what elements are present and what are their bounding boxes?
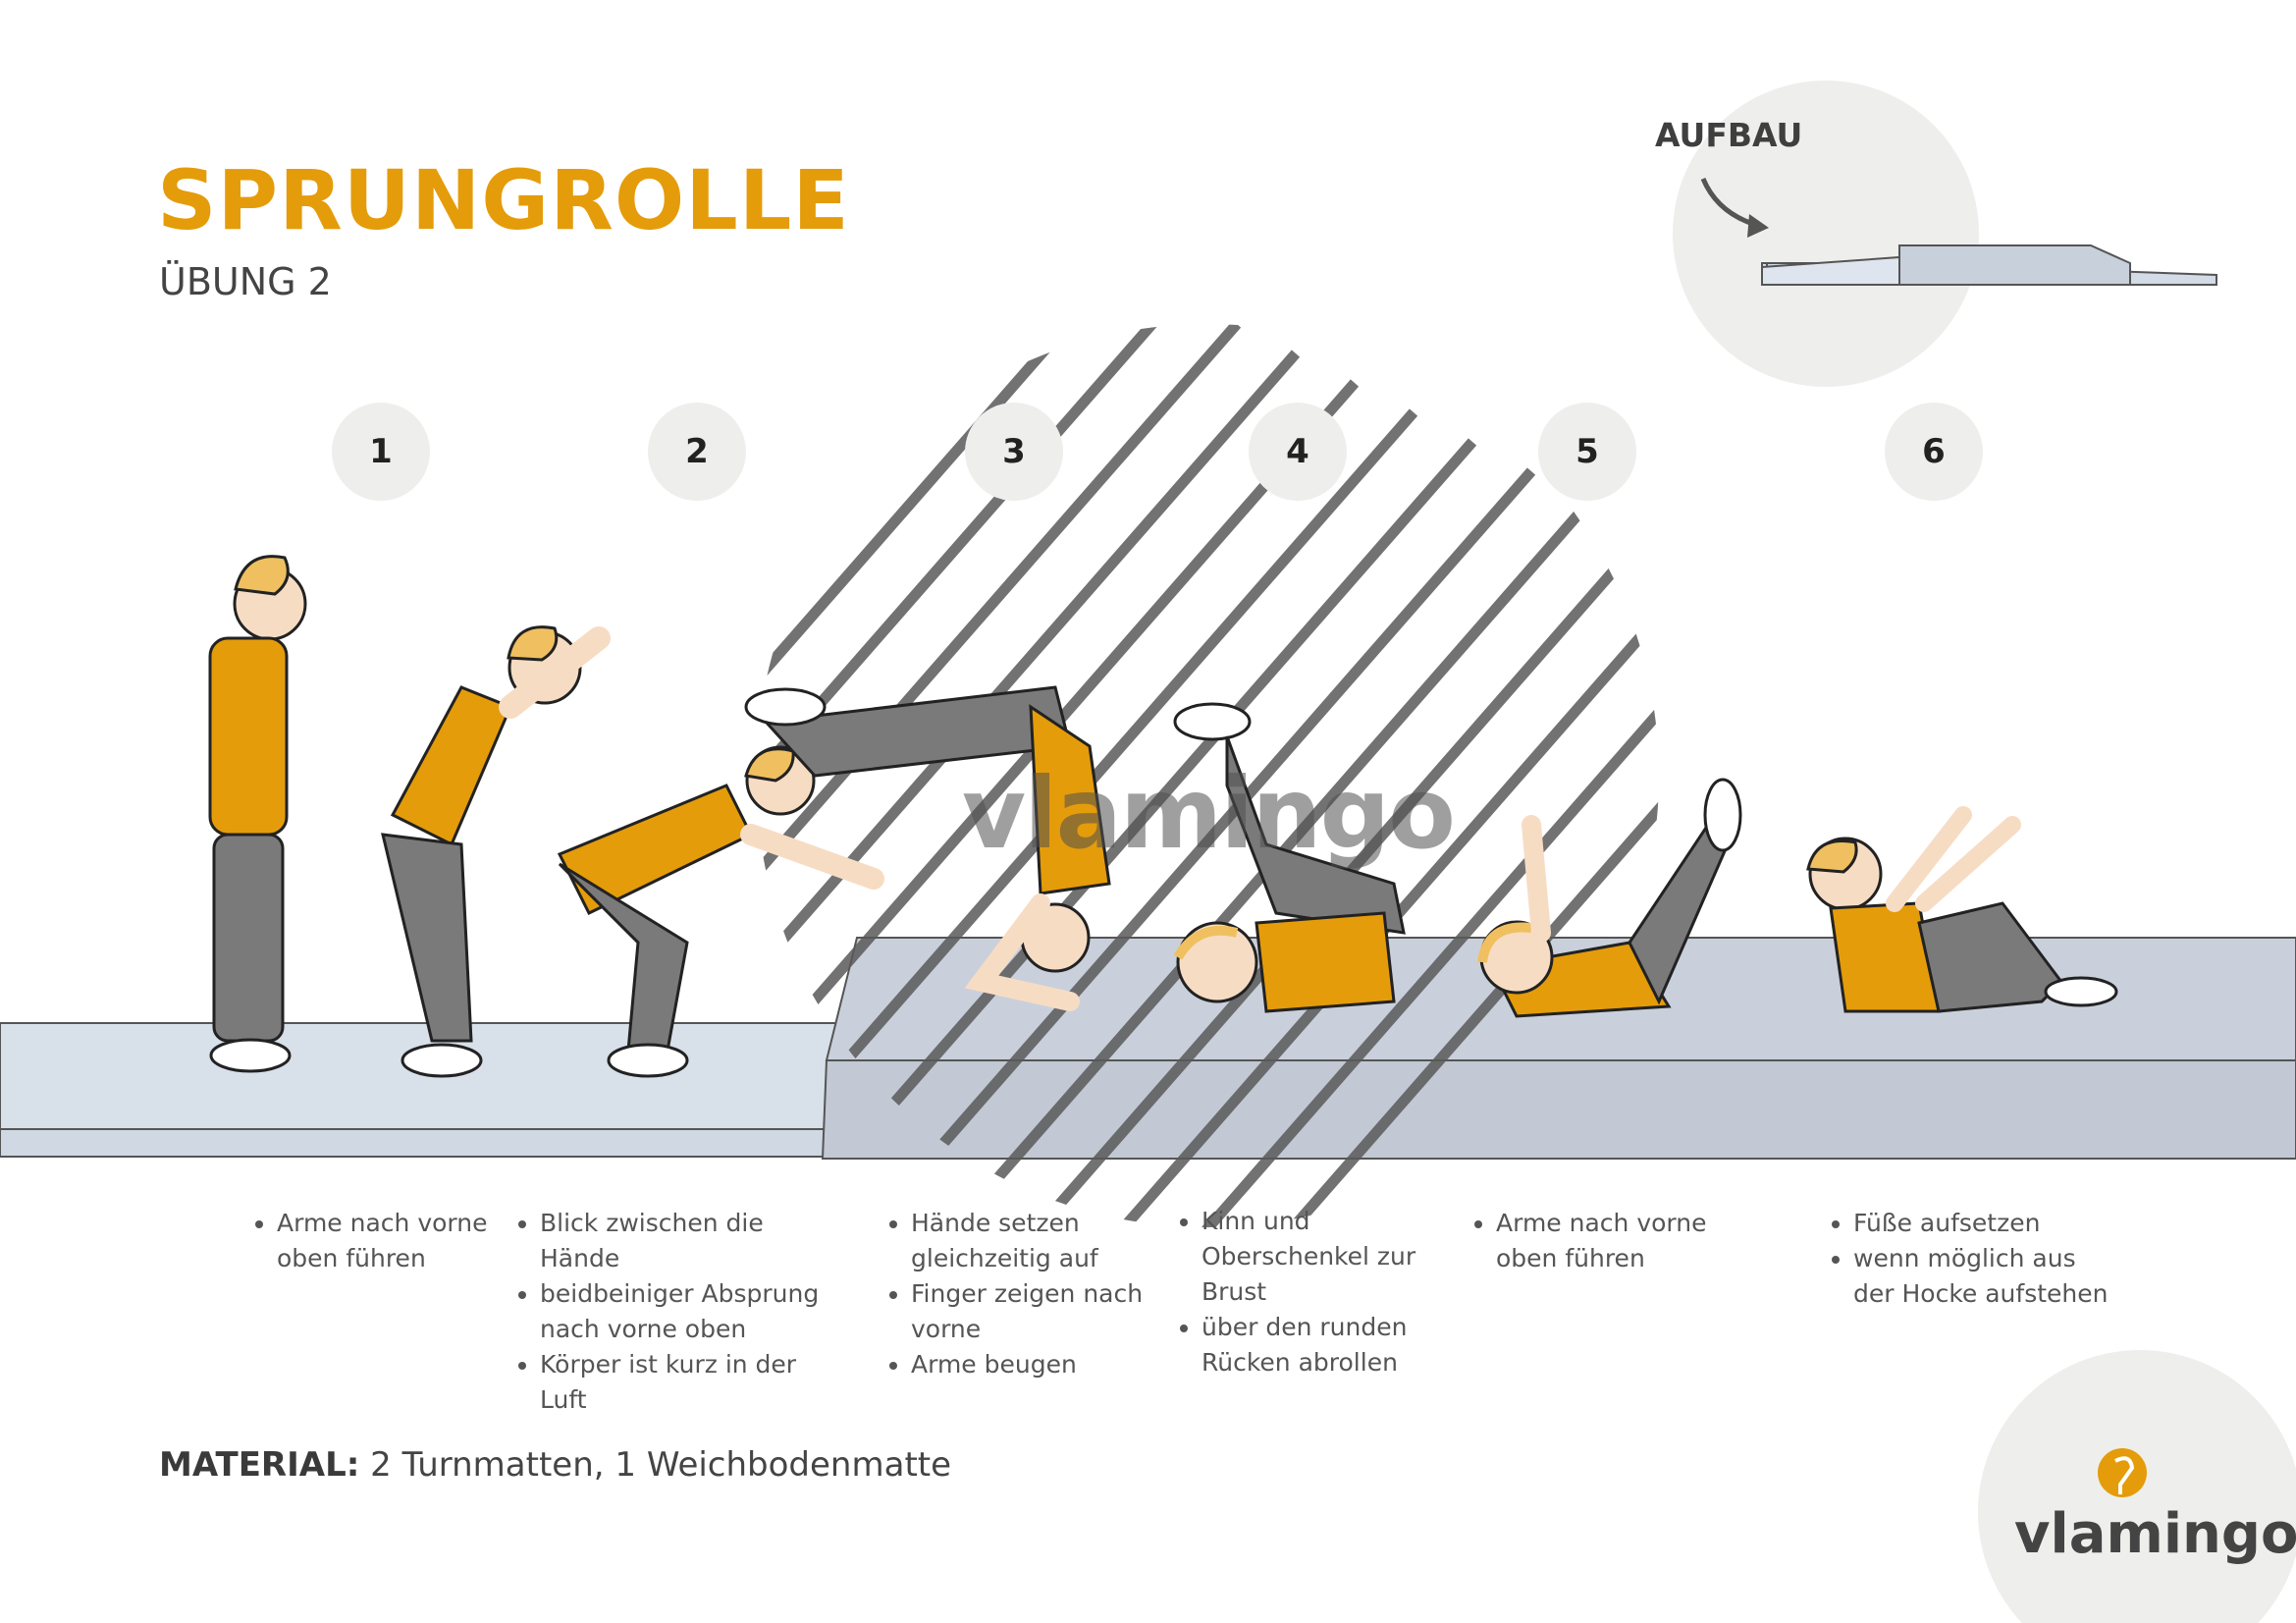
step-2-bullet: Blick zwischen die Hände bbox=[540, 1206, 844, 1276]
step-6-bullet: wenn möglich aus der Hocke aufstehen bbox=[1853, 1241, 2118, 1312]
step-number-5: 5 bbox=[1538, 403, 1636, 501]
figure-step-1 bbox=[208, 555, 307, 1073]
step-1-bullet: Arme nach vorne oben führen bbox=[277, 1206, 493, 1276]
flamingo-logo-icon bbox=[2098, 1448, 2147, 1497]
step-5-bullet: Arme nach vorne oben führen bbox=[1496, 1206, 1722, 1276]
step-text-5: Arme nach vorne oben führen bbox=[1467, 1206, 1722, 1276]
figure-step-5 bbox=[1477, 778, 1742, 1018]
step-3-bullet: Finger zeigen nach vorne bbox=[911, 1276, 1147, 1347]
step-text-2: Blick zwischen die Hände beidbeiniger Ab… bbox=[510, 1206, 844, 1418]
step-3-bullet: Arme beugen bbox=[911, 1347, 1147, 1382]
figure-step-2 bbox=[381, 625, 611, 1078]
figure-step-6 bbox=[1806, 806, 2118, 1013]
step-text-4: Kinn und Oberschenkel zur Brust über den… bbox=[1172, 1204, 1437, 1380]
step-text-6: Füße aufsetzen wenn möglich aus der Hock… bbox=[1824, 1206, 2118, 1312]
step-3-bullet: Hände setzen gleichzeitig auf bbox=[911, 1206, 1147, 1276]
setup-label: AUFBAU bbox=[1655, 116, 1803, 154]
figure-step-2b bbox=[557, 745, 884, 1078]
step-text-3: Hände setzen gleichzeitig auf Finger zei… bbox=[881, 1206, 1147, 1382]
brand-logo-text: vlamingo bbox=[2014, 1502, 2296, 1566]
step-2-bullet: Körper ist kurz in der Luft bbox=[540, 1347, 844, 1418]
setup-arrow-icon bbox=[1700, 177, 1769, 238]
step-4-bullet: über den runden Rücken abrollen bbox=[1201, 1310, 1437, 1380]
figure-step-4 bbox=[1173, 702, 1406, 1013]
step-number-6: 6 bbox=[1885, 403, 1983, 501]
step-text-1: Arme nach vorne oben führen bbox=[247, 1206, 493, 1276]
gym-mat-thin bbox=[0, 1022, 855, 1158]
step-6-bullet: Füße aufsetzen bbox=[1853, 1206, 2118, 1241]
material-line: MATERIAL: 2 Turnmatten, 1 Weichbodenmatt… bbox=[159, 1445, 951, 1485]
step-2-bullet: beidbeiniger Absprung nach vorne oben bbox=[540, 1276, 844, 1347]
step-number-3: 3 bbox=[965, 403, 1063, 501]
material-text: 2 Turnmatten, 1 Weichbodenmatte bbox=[370, 1445, 952, 1485]
setup-illustration bbox=[1761, 244, 2217, 286]
step-4-bullet: Kinn und Oberschenkel zur Brust bbox=[1201, 1204, 1437, 1310]
step-number-1: 1 bbox=[332, 403, 430, 501]
material-label: MATERIAL: bbox=[159, 1445, 360, 1485]
step-number-4: 4 bbox=[1249, 403, 1347, 501]
watermark: vlamingo bbox=[962, 756, 1456, 871]
figure-step-3 bbox=[744, 685, 1111, 1011]
setup-circle bbox=[1673, 81, 1979, 387]
page-title: SPRUNGROLLE bbox=[157, 152, 850, 248]
page-subtitle: ÜBUNG 2 bbox=[159, 260, 332, 303]
step-number-2: 2 bbox=[648, 403, 746, 501]
